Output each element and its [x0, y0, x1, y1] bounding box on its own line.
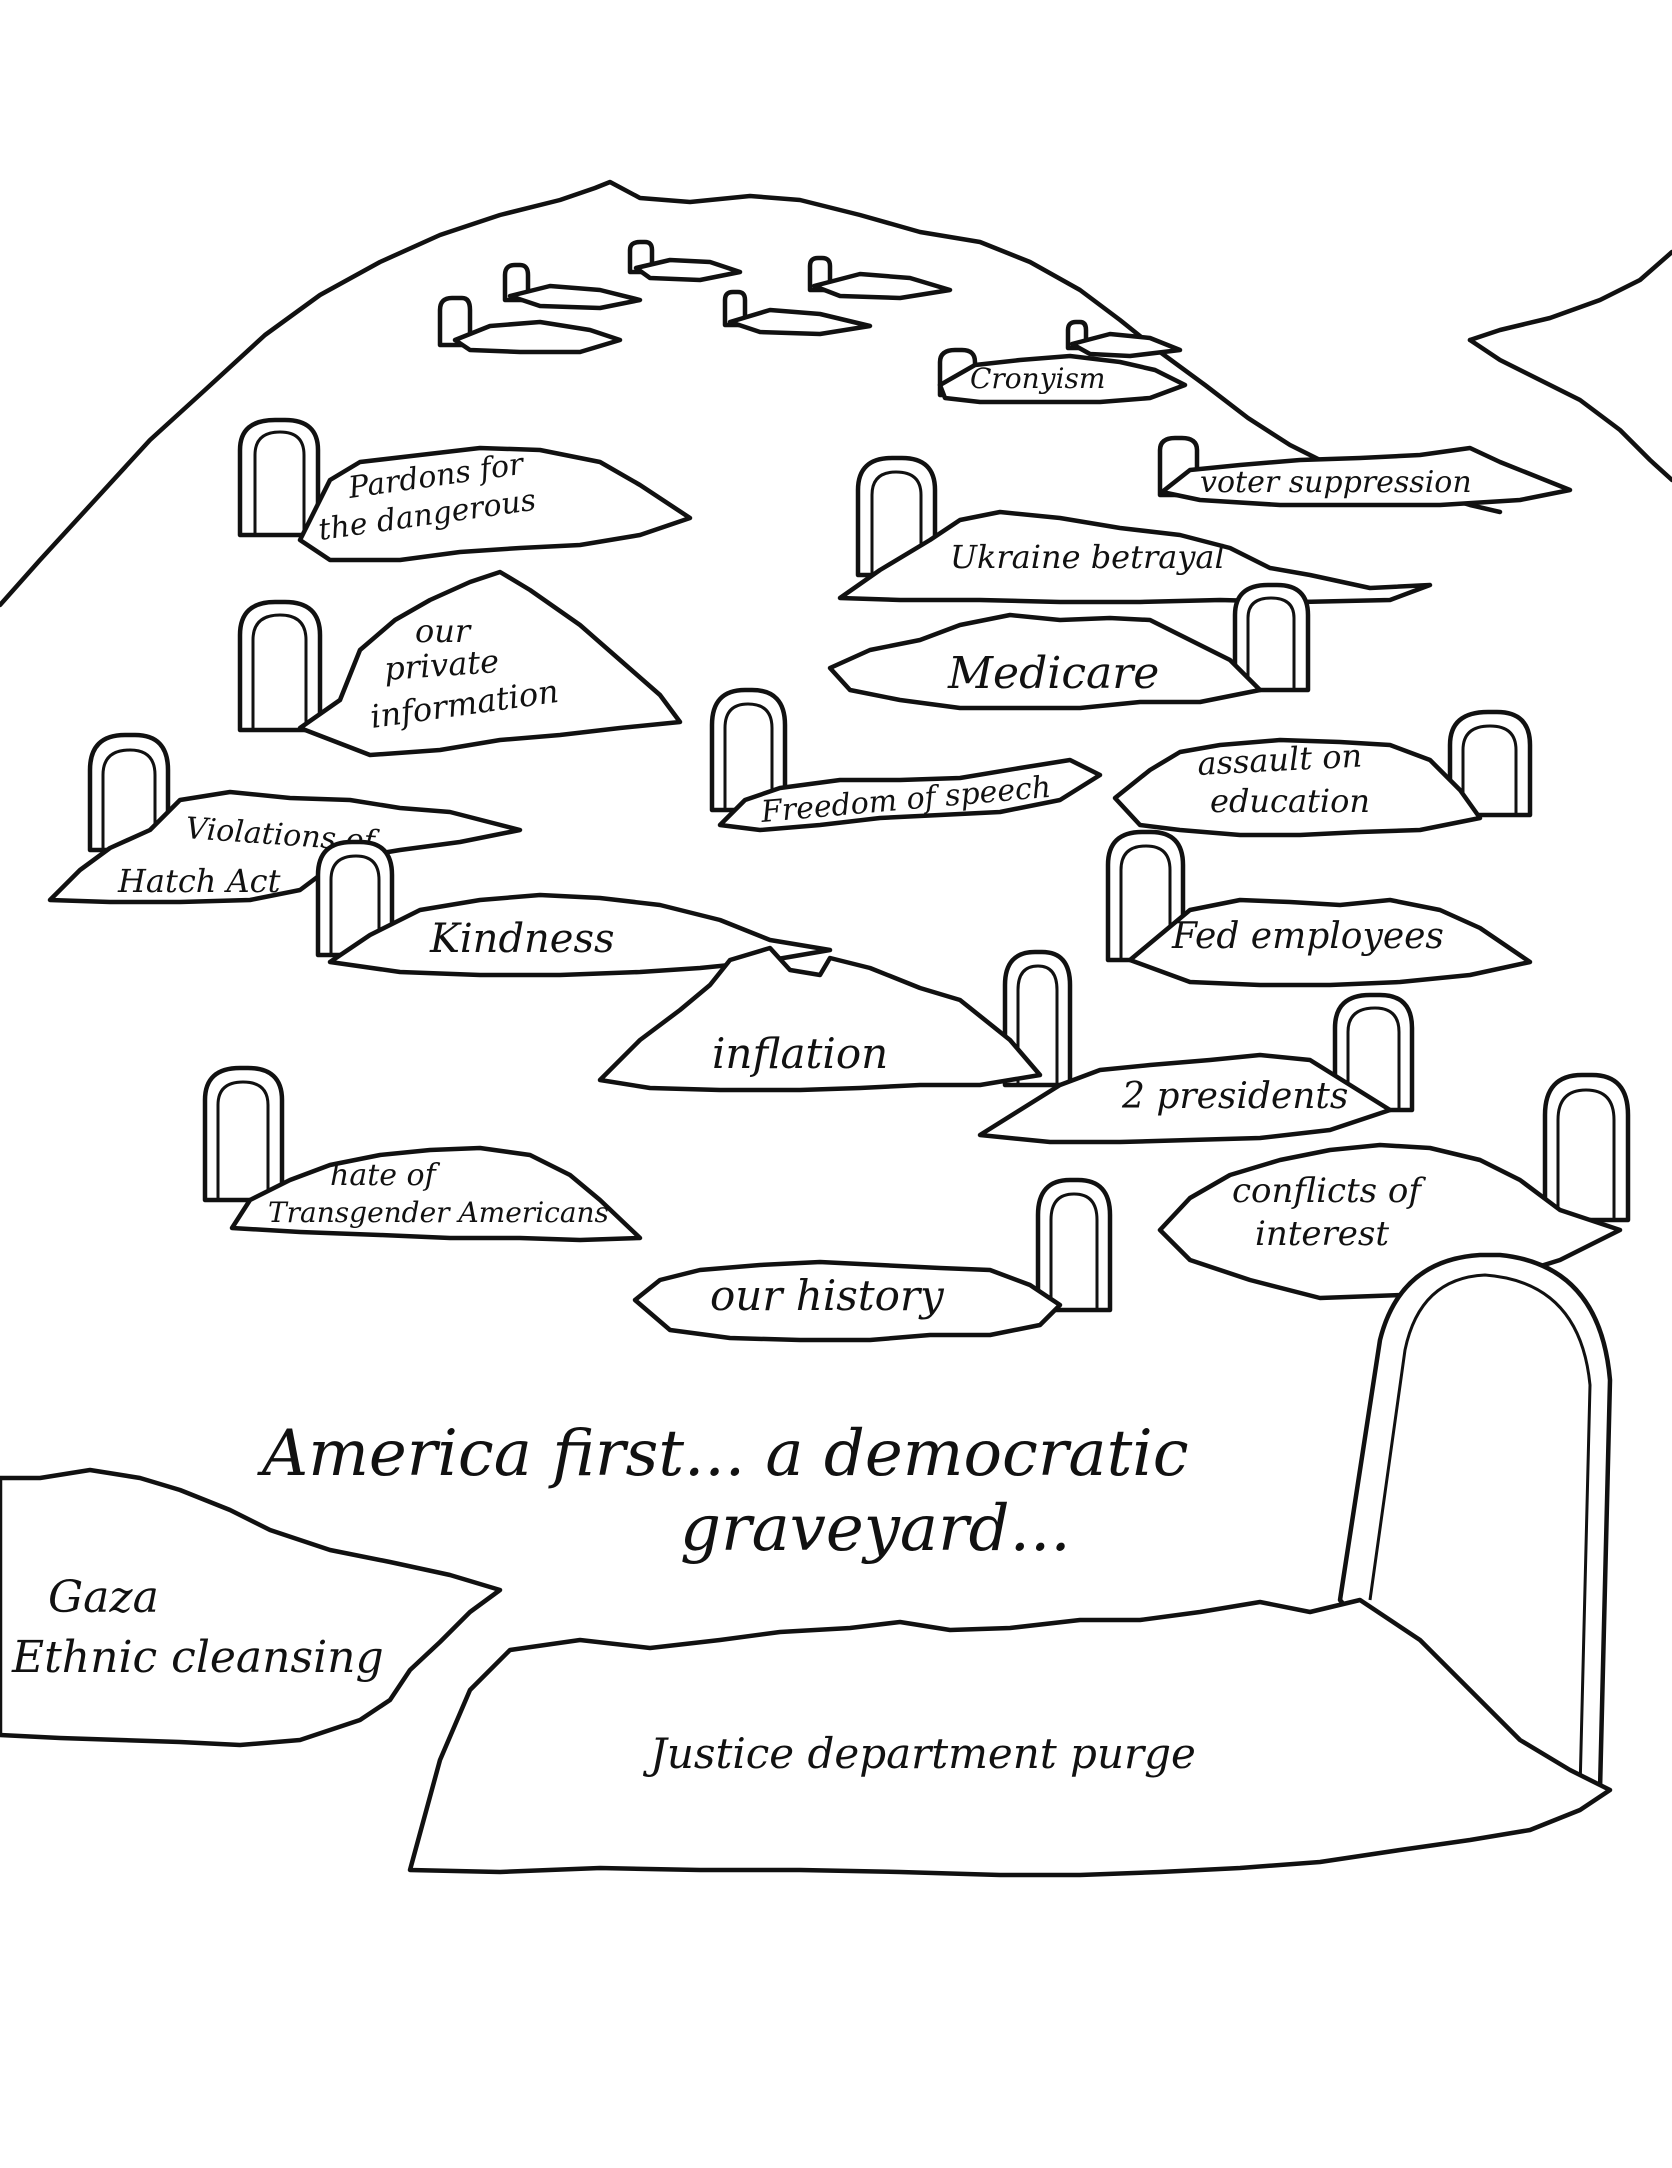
grave-assault-on-education: assault on education [1112, 709, 1533, 838]
headstone-history [1035, 1177, 1113, 1313]
grave-voter-suppression: voter suppression [1157, 435, 1573, 508]
mound-voter-suppression [1159, 445, 1573, 508]
distant-grave-5 [807, 255, 953, 301]
caption-line1: America first... a democratic [257, 1417, 1189, 1491]
mound-presidents [977, 1052, 1393, 1145]
label-gaza-line2: Ethnic cleansing [11, 1632, 384, 1683]
grave-pardons: Pardons for the dangerous [237, 417, 693, 563]
label-conflicts-line2: interest [1255, 1214, 1389, 1254]
mound-transgender [229, 1145, 643, 1243]
grave-two-presidents: 2 presidents [977, 992, 1415, 1145]
label-kindness: Kindness [429, 916, 615, 962]
grave-cronyism: Cronyism [937, 347, 1188, 405]
mound-pardons [297, 445, 693, 563]
grave-fed-employees: Fed employees [1105, 829, 1533, 988]
hill-outlines [0, 179, 1672, 608]
mound-kindness [327, 892, 833, 978]
label-fed: Fed employees [1171, 916, 1444, 957]
mound-inflation [597, 945, 1043, 1093]
label-transgender-line1: hate of [330, 1158, 441, 1193]
label-inflation: inflation [712, 1029, 888, 1078]
grave-transgender: hate of Transgender Americans [202, 1065, 643, 1243]
headstone-pardons [237, 417, 321, 538]
caption: America first... a democratic graveyard.… [257, 1417, 1189, 1566]
grave-justice-department: Justice department purge [407, 1252, 1613, 1878]
label-conflicts-line1: conflicts of [1232, 1171, 1426, 1211]
grave-our-history: our history [632, 1177, 1113, 1343]
grave-private-information: our private information [237, 569, 683, 758]
distant-grave-1 [437, 295, 623, 355]
main-hill-outline [0, 179, 1373, 608]
mound-fed [1127, 897, 1533, 988]
distant-grave-3 [627, 239, 743, 283]
label-hatch-line2: Hatch Act [117, 862, 281, 900]
grave-kindness: Kindness [315, 839, 833, 978]
distant-grave-2 [502, 262, 643, 311]
grave-medicare: Medicare [827, 582, 1311, 711]
headstone-private [237, 599, 323, 733]
mound-hatch [47, 789, 523, 905]
label-education-line1: assault on [1196, 736, 1363, 783]
label-private-line1: our [415, 612, 472, 650]
label-medicare: Medicare [947, 648, 1159, 699]
right-hill-outline [1467, 249, 1672, 343]
headstone-conflicts [1542, 1072, 1631, 1223]
label-justice: Justice department purge [642, 1729, 1196, 1778]
grave-ukraine: Ukraine betrayal [837, 455, 1433, 605]
label-history: our history [710, 1271, 945, 1320]
grave-freedom-of-speech: Freedom of speech [709, 687, 1103, 833]
distant-grave-4 [722, 289, 873, 337]
headstone-kindness [315, 839, 395, 958]
mound-education [1112, 737, 1483, 838]
grave-conflicts-of-interest: conflicts of interest [1157, 1072, 1631, 1301]
label-gaza-line1: Gaza [48, 1572, 159, 1623]
label-voter-suppression: voter suppression [1200, 465, 1472, 500]
label-cronyism: Cronyism [970, 362, 1105, 395]
grave-hatch-act: Violations of Hatch Act [47, 732, 523, 905]
grave-gaza: Gaza Ethnic cleansing [0, 1467, 503, 1748]
mound-cronyism [937, 353, 1188, 405]
headstone-fed [1105, 829, 1186, 963]
mound-justice [407, 1597, 1613, 1878]
mound-private [297, 569, 683, 758]
distant-graves [437, 239, 1183, 359]
mound-gaza [0, 1467, 503, 1748]
mound-medicare [827, 612, 1263, 711]
label-transgender-line2: Transgender Americans [268, 1196, 609, 1229]
headstone-education [1447, 709, 1533, 818]
headstone-ukraine [855, 455, 938, 578]
mound-freedom [717, 757, 1103, 833]
label-private-line2: private [383, 642, 500, 688]
distant-grave-6 [1065, 319, 1183, 359]
headstone-medicare [1232, 582, 1311, 693]
label-ukraine: Ukraine betrayal [950, 538, 1225, 576]
headstone-hatch [87, 732, 171, 853]
far-right-slope [1467, 337, 1672, 483]
label-education-line2: education [1210, 782, 1370, 820]
mound-ukraine [837, 509, 1433, 605]
headstone-transgender [202, 1065, 285, 1203]
label-presidents: 2 presidents [1121, 1076, 1348, 1117]
mound-history [632, 1259, 1063, 1343]
caption-line2: graveyard... [680, 1492, 1071, 1566]
grave-inflation: inflation [597, 945, 1073, 1093]
headstone-presidents [1332, 992, 1415, 1113]
headstone-freedom [709, 687, 788, 813]
